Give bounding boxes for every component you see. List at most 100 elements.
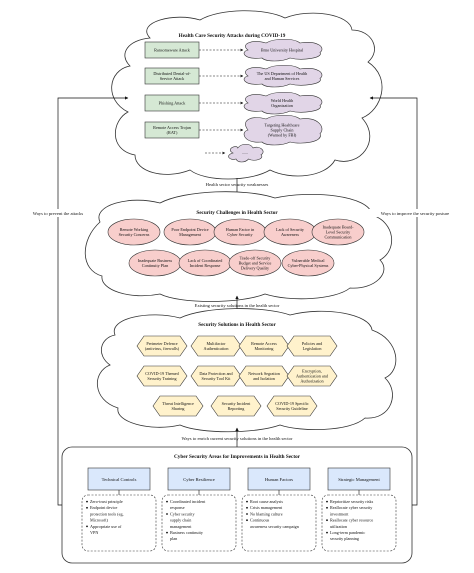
prevent-arrow bbox=[57, 96, 129, 506]
solution-label-line: (antivirus, firewalls) bbox=[145, 346, 180, 352]
area-bullet-text: security planning bbox=[330, 536, 360, 541]
attack-target-label-line: Brno University Hospital bbox=[261, 48, 304, 53]
attack-more: ...... bbox=[205, 143, 264, 163]
solutions-title: Security Solutions in Health Sector bbox=[198, 322, 276, 328]
challenge-oval bbox=[107, 218, 161, 246]
challenge-label-line: Human Factor in bbox=[226, 227, 255, 232]
challenges-title: Security Challenges in Health Sector bbox=[196, 210, 278, 216]
challenge-oval bbox=[281, 249, 335, 277]
attack-target-label-line: Targeting Healthcare bbox=[264, 123, 299, 128]
attack-label-line: Ransomeware Attack bbox=[154, 48, 191, 53]
solution-label-line: Authentication bbox=[204, 346, 230, 351]
bullet-dot bbox=[86, 506, 88, 509]
challenge-label-line: Lack of Coordinated bbox=[188, 258, 224, 263]
area-bullet-box bbox=[161, 494, 237, 552]
area-bullet-text: protection tools (eg, bbox=[90, 511, 124, 517]
challenges-panel: Security Challenges in Health Sector Rem… bbox=[84, 191, 393, 302]
challenge-item: Inadequate Board-Level SecurityCommunica… bbox=[311, 218, 365, 246]
area-bullet-text: awareness security campaign bbox=[250, 524, 300, 529]
challenge-label-line: Inadequate Board- bbox=[322, 225, 354, 230]
area-bullet-text: Crisis management bbox=[250, 505, 283, 510]
area-bullet-text: Coordinated incident bbox=[170, 499, 206, 504]
challenge-label-line: Continuity Plan bbox=[142, 263, 169, 268]
area-bullet-text: Continuous bbox=[250, 518, 270, 523]
attack-target-cloud bbox=[243, 91, 323, 115]
challenge-label-line: Budget and Service bbox=[239, 261, 272, 266]
solution-label-line: Threat Intelligence bbox=[162, 401, 194, 406]
area-bullet-text: investment bbox=[330, 511, 349, 516]
challenge-label-line: Cyber-Physical Systems bbox=[288, 263, 329, 268]
challenge-label-line: Vulnerable Medical bbox=[291, 258, 325, 263]
attack-target-label-line: The US Department of Health bbox=[257, 71, 308, 76]
challenge-label-line: Management bbox=[179, 232, 202, 237]
areas-panel: Cyber Security Areas for Improvements in… bbox=[61, 446, 413, 564]
solution-label-line: Security Guideline bbox=[276, 406, 308, 411]
solution-hexagon bbox=[210, 395, 262, 417]
flow-enrich-label: Ways to enrich current security solution… bbox=[182, 436, 293, 441]
attack-target-label-line: World Health bbox=[271, 98, 294, 103]
challenges-cloud bbox=[84, 191, 393, 302]
challenge-label-line: Remote Working bbox=[120, 227, 149, 232]
area-bullet-text: Microsoft) bbox=[90, 518, 109, 523]
attack-target-label-line: (Warned by FBI) bbox=[268, 133, 297, 138]
challenge-oval bbox=[311, 218, 365, 246]
area-bullet-box bbox=[81, 494, 157, 552]
area-bullet-text: Reallocate cyber security bbox=[330, 505, 373, 510]
area-bullet-text: Zero-trust principle bbox=[90, 499, 123, 504]
attack-row: Ransomeware Attack Brno University Hospit… bbox=[144, 38, 323, 62]
attack-target-label-line: Supply Chain bbox=[271, 128, 295, 133]
solution-label-line: Legislation bbox=[303, 346, 323, 351]
attack-label-line: Remote Access Trojan bbox=[153, 125, 192, 130]
solution-label-line: Reporting bbox=[228, 406, 246, 411]
area-header-label: Human Factors bbox=[265, 477, 293, 482]
solution-item: Perimeter Defence(antivirus, firewalls) bbox=[136, 335, 188, 357]
improve-arrow bbox=[369, 96, 418, 506]
attacks-title: Health Care Security Attacks during COVI… bbox=[179, 33, 286, 39]
bullet-dot bbox=[246, 519, 248, 522]
bullet-dot bbox=[86, 525, 88, 528]
flow-weaknesses-label: Health sector security weaknesses bbox=[206, 182, 269, 187]
solution-label-line: Encryption, bbox=[302, 369, 322, 375]
area-bullet-text: Root cause analysis bbox=[250, 499, 283, 504]
attack-target-label-line: Organization bbox=[271, 103, 294, 108]
attack-label-line: (RAT) bbox=[167, 130, 178, 135]
challenge-label-line: Awareness bbox=[281, 232, 299, 237]
flow-existing-label: Existing security solutions in the healt… bbox=[195, 303, 280, 308]
solution-label-line: Security Tool Kit bbox=[202, 376, 232, 381]
challenge-label-line: Inadequate Business bbox=[138, 258, 173, 263]
solution-label-line: Security Incident bbox=[222, 401, 252, 406]
area-bullet-text: VPN bbox=[90, 530, 98, 535]
attack-row: Distributed Denial-of-Service AttackThe … bbox=[144, 64, 323, 88]
solution-label-line: COVID-19 Specific bbox=[275, 401, 309, 406]
challenge-label-line: Level Security bbox=[326, 230, 351, 235]
area-bullet-text: Cyber security bbox=[170, 511, 195, 516]
solution-label-line: Authorization bbox=[300, 379, 324, 384]
area-bullet-box bbox=[321, 494, 397, 552]
solution-hexagon bbox=[266, 395, 318, 417]
solution-label-line: Multifactor bbox=[206, 341, 226, 346]
area-bullet-text: Reallocate cyber resource bbox=[330, 518, 373, 523]
bullet-dot bbox=[166, 513, 168, 515]
bullet-dot bbox=[326, 500, 328, 503]
challenge-label-line: Delivery Quality bbox=[241, 266, 270, 271]
solution-label-line: Remote Access bbox=[251, 341, 277, 346]
bullet-dot bbox=[166, 531, 168, 534]
area-bullet-text: Long-term pandemic bbox=[330, 530, 365, 535]
solution-hexagon bbox=[136, 335, 188, 357]
challenge-label-line: Communication bbox=[325, 235, 353, 240]
challenge-label-line: Incident Response bbox=[190, 263, 221, 268]
attacks-panel: Health Care Security Attacks during COVI… bbox=[111, 10, 383, 180]
